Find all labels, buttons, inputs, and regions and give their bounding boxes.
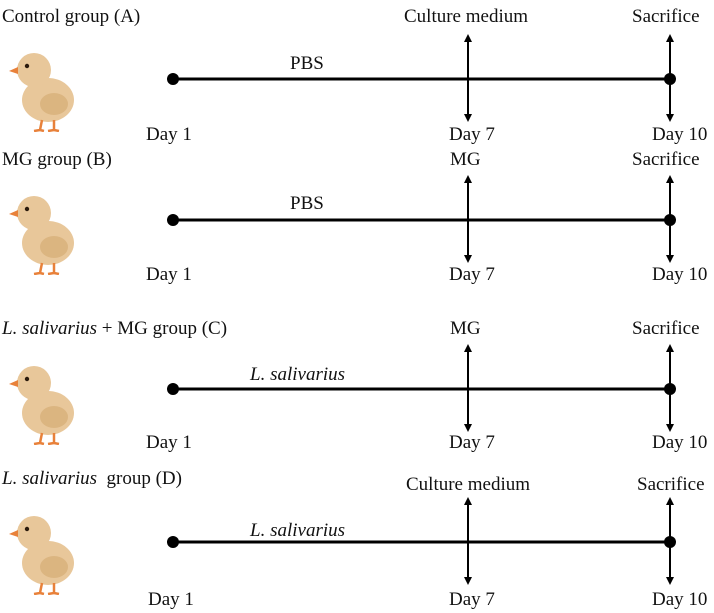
- group-panel-b: MG group (B) PBS MG Sacrifice Day 1 Day …: [0, 145, 714, 295]
- day10-event-label: Sacrifice: [632, 149, 700, 170]
- day-end-label: Day 10: [652, 432, 708, 453]
- chick-eye: [24, 376, 30, 382]
- chick-icon: [9, 53, 74, 132]
- group-title-text: + MG group (C): [97, 318, 228, 339]
- day-start-label: Day 1: [146, 124, 192, 145]
- treatment-label: L. salivarius: [250, 520, 346, 541]
- group-title-text: MG group (B): [2, 149, 112, 170]
- chick-leg: [47, 263, 60, 275]
- group-title: Control group (A): [2, 6, 140, 28]
- start-dot: [167, 536, 179, 548]
- treatment-label: PBS: [290, 53, 324, 74]
- treatment-label: PBS: [290, 193, 324, 214]
- chick-eye: [24, 526, 30, 532]
- chick-wing: [40, 236, 68, 258]
- chick-leg: [47, 583, 60, 595]
- chick-beak: [9, 530, 18, 537]
- day10-event-label: Sacrifice: [632, 6, 700, 27]
- chick-wing: [40, 556, 68, 578]
- timeline: [167, 344, 676, 432]
- day-mid-label: Day 7: [449, 264, 495, 285]
- chick-head: [17, 366, 51, 400]
- group-title: L. salivarius + MG group (C): [2, 318, 227, 340]
- day7-event-label: Culture medium: [404, 6, 529, 27]
- day-start-label: Day 1: [146, 264, 192, 285]
- group-title-text: group (D): [97, 468, 182, 489]
- day10-event-label: Sacrifice: [632, 318, 700, 339]
- day-mid-label: Day 7: [449, 589, 495, 610]
- chick-beak: [9, 210, 18, 217]
- start-dot: [167, 214, 179, 226]
- chick-eye: [24, 206, 30, 212]
- group-title: L. salivarius group (D): [2, 468, 182, 490]
- chick-head: [17, 196, 51, 230]
- day-end-label: Day 10: [652, 264, 708, 285]
- day-mid-label: Day 7: [449, 124, 495, 145]
- chick-icon: [9, 196, 74, 275]
- group-title-italic: L. salivarius: [2, 318, 98, 339]
- timeline: [167, 175, 676, 263]
- day7-event-label: Culture medium: [406, 474, 531, 495]
- day-start-label: Day 1: [148, 589, 194, 610]
- day7-event-label: MG: [450, 318, 481, 339]
- chick-leg: [33, 582, 45, 595]
- treatment-label: L. salivarius: [250, 364, 346, 385]
- day10-event-label: Sacrifice: [637, 474, 705, 495]
- group-title: MG group (B): [2, 149, 112, 171]
- chick-leg: [33, 262, 45, 275]
- chick-wing: [40, 406, 68, 428]
- day-end-label: Day 10: [652, 124, 708, 145]
- chick-eye: [24, 63, 30, 69]
- chick-head: [17, 516, 51, 550]
- group-panel-c: L. salivarius + MG group (C) L. salivari…: [0, 310, 714, 460]
- day-mid-label: Day 7: [449, 432, 495, 453]
- chick-leg: [33, 432, 45, 445]
- chick-leg: [33, 119, 45, 132]
- chick-leg: [47, 433, 60, 445]
- group-panel-d: L. salivarius group (D) L. salivarius Cu…: [0, 463, 714, 613]
- start-dot: [167, 73, 179, 85]
- chick-wing: [40, 93, 68, 115]
- chick-icon: [9, 366, 74, 445]
- chick-beak: [9, 380, 18, 387]
- day7-event-label: MG: [450, 149, 481, 170]
- start-dot: [167, 383, 179, 395]
- timeline: [167, 34, 676, 122]
- chick-leg: [47, 120, 60, 132]
- chick-head: [17, 53, 51, 87]
- chick-icon: [9, 516, 74, 595]
- chick-beak: [9, 67, 18, 74]
- group-panel-a: Control group (A) PBS Culture medium Sac…: [0, 0, 714, 150]
- timeline: [167, 497, 676, 585]
- group-title-italic: L. salivarius: [2, 468, 98, 489]
- group-title-text: Control group (A): [2, 6, 141, 27]
- day-end-label: Day 10: [652, 589, 708, 610]
- day-start-label: Day 1: [146, 432, 192, 453]
